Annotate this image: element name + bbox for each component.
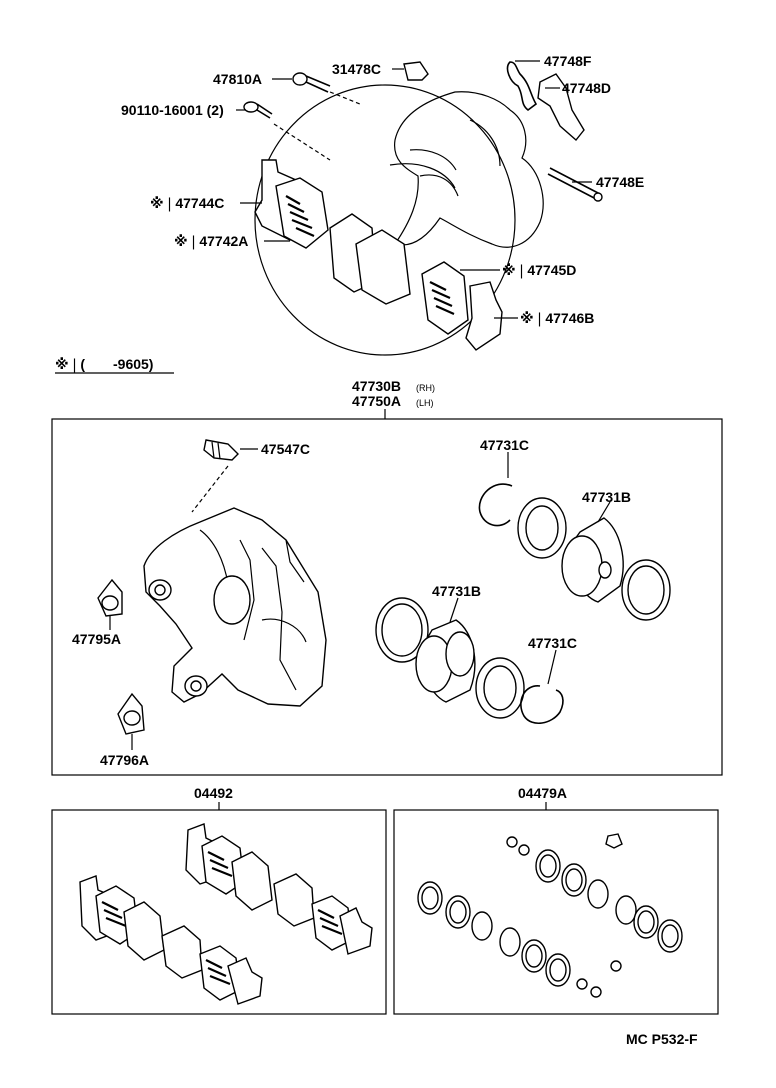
caliper-assembly-label: 47730B (RH) 47750A (LH) (352, 378, 435, 419)
support-plate-47748d (537, 73, 585, 142)
bushing-47796a (117, 692, 145, 735)
bolt-90110-16001 (243, 101, 273, 119)
bolt-47810a (292, 72, 331, 93)
disc-brake-pad-47745d (421, 261, 469, 335)
applicability-note: ※❘( -9605) (55, 356, 153, 373)
label-47745d: ※❘47745D (502, 262, 576, 279)
anti-squeal-shim-47746b (465, 281, 503, 351)
cylinder-boot-lower (475, 657, 525, 719)
label-04479a: 04479A (518, 785, 567, 801)
cylinder-kit-illustration (417, 833, 683, 998)
disc-brake-pad-47742a (275, 177, 329, 249)
label-47547c: 47547C (261, 441, 310, 457)
label-47810a: 47810A (213, 71, 262, 87)
label-47795a: 47795A (72, 631, 121, 647)
label-47748f: 47748F (544, 53, 592, 69)
svg-text:47750A: 47750A (352, 393, 401, 409)
spring-clip-47748f (506, 61, 538, 112)
bleeder-plug-47547c (203, 439, 239, 461)
label-04492: 04492 (194, 785, 233, 801)
pin-47748e (547, 167, 603, 202)
cylinder-boot-upper (517, 497, 567, 559)
label-47748e: 47748E (596, 174, 644, 190)
label-47731b-right: 47731B (582, 489, 631, 505)
disc-brake-pad-outer (355, 229, 411, 305)
set-ring-47731c-top (478, 483, 513, 527)
svg-text:47730B: 47730B (352, 378, 401, 394)
piston-seal-lower (375, 597, 429, 663)
set-ring-47731c-bottom (520, 685, 564, 724)
disc-assembly-illustration (243, 61, 603, 356)
label-31478c: 31478C (332, 61, 381, 77)
diagram-code: MC P532-F (626, 1031, 698, 1047)
label-90110-16001: 90110-16001 (2) (121, 102, 224, 118)
label-47731b-left: 47731B (432, 583, 481, 599)
label-47731c-bottom: 47731C (528, 635, 577, 651)
cap-31478c (403, 61, 429, 81)
svg-text:(RH): (RH) (416, 383, 435, 393)
label-47742a: ※❘47742A (174, 233, 248, 250)
caliper-cylinder-body (143, 507, 327, 707)
label-47731c-top: 47731C (480, 437, 529, 453)
piston-47731b-lower (415, 619, 476, 703)
bushing-47795a (97, 578, 123, 617)
piston-47731b-upper (561, 517, 624, 603)
cylinder-kit-box-04479a (393, 809, 719, 1015)
label-47746b: ※❘47746B (520, 310, 594, 327)
svg-text:(LH): (LH) (416, 398, 434, 408)
label-47748d: 47748D (562, 80, 611, 96)
label-47744c: ※❘47744C (150, 195, 224, 212)
pad-kit-illustration (79, 823, 373, 1005)
caliper-assembly-box (51, 418, 723, 776)
steering-knuckle (393, 91, 544, 248)
label-47796a: 47796A (100, 752, 149, 768)
brake-disc (254, 84, 516, 356)
pad-kit-box-04492 (51, 809, 387, 1015)
top-leader-lines (236, 60, 592, 319)
piston-seal-upper (621, 559, 671, 621)
